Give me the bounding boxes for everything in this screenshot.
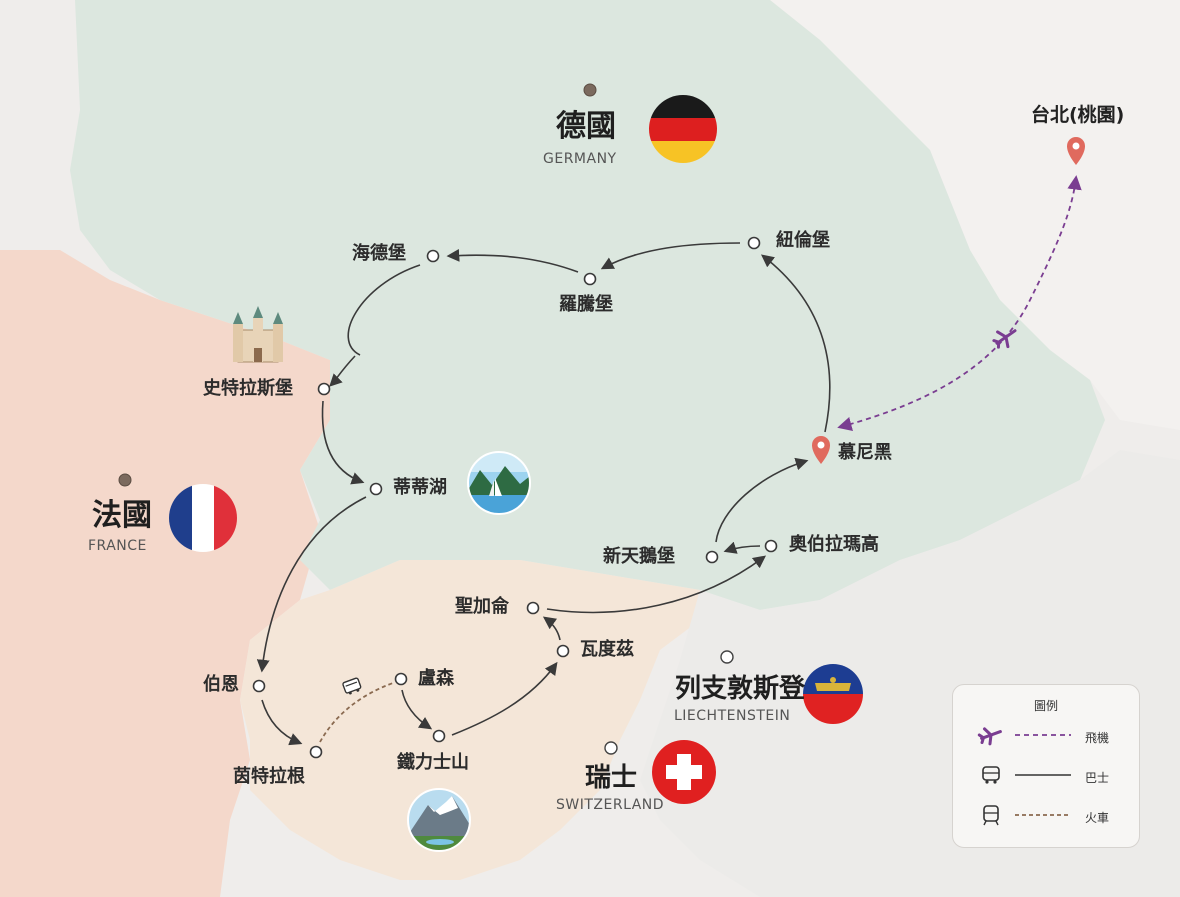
- route-titisee-bern: [256, 496, 367, 673]
- stop-dot-rothenburg[interactable]: [583, 272, 597, 286]
- switzerland-dot: [604, 741, 618, 755]
- legend-label-train: 火車: [1085, 811, 1110, 825]
- stop-label-neuschwanstein: 新天鵝堡: [603, 546, 675, 567]
- bus-icon: [982, 766, 1071, 784]
- titisee-lake-image: [467, 451, 531, 515]
- titlis-mountain-image: [407, 788, 471, 852]
- route-stgallen-oberammergau: [546, 555, 767, 614]
- route-neuschwanstein-munich: [715, 457, 809, 543]
- castle-icon: [233, 306, 283, 363]
- stop-label-interlaken: 茵特拉根: [233, 766, 305, 787]
- pin-taipei-icon[interactable]: [1067, 137, 1085, 165]
- stop-label-oberammergau: 奧伯拉瑪高: [789, 534, 879, 555]
- route-rothenburg-heidelberg: [446, 249, 579, 273]
- france-name: 法國: [92, 498, 152, 533]
- stop-dot-oberammergau[interactable]: [764, 539, 778, 553]
- stop-dot-vaduz[interactable]: [556, 644, 570, 658]
- legend: 圖例 飛機 巴士 火車: [952, 684, 1140, 848]
- route-titlis-vaduz: [451, 661, 558, 736]
- stop-label-stgallen: 聖加侖: [455, 596, 509, 617]
- plane-icon: [992, 329, 1017, 349]
- france-name-en: FRANCE: [88, 538, 147, 554]
- origin-taipei-label: 台北(桃園): [1031, 104, 1125, 126]
- legend-label-bus: 巴士: [1085, 771, 1110, 785]
- route-lucerne-titlis: [401, 689, 433, 730]
- train-icon: [983, 805, 1071, 826]
- route-bern-interlaken: [261, 699, 303, 746]
- stop-dot-bern[interactable]: [252, 679, 266, 693]
- liechtenstein-name-en: LIECHTENSTEIN: [674, 708, 791, 724]
- stop-label-vaduz: 瓦度茲: [580, 639, 634, 660]
- germany-region: [70, 0, 1105, 610]
- liechtenstein-dot: [720, 650, 734, 664]
- route-flight: [837, 175, 1082, 431]
- stop-dot-neuschwanstein[interactable]: [705, 550, 719, 564]
- stop-dot-stgallen[interactable]: [526, 601, 540, 615]
- stop-label-strasbourg: 史特拉斯堡: [203, 378, 293, 399]
- liechtenstein-flag-icon: [803, 664, 863, 724]
- legend-item-bus: 巴士: [953, 763, 1139, 787]
- germany-name: 德國: [556, 109, 616, 144]
- germany-dot: [583, 83, 597, 97]
- stop-label-lucerne: 盧森: [418, 668, 454, 689]
- pin-munich-icon[interactable]: [812, 436, 830, 464]
- route-munich-nuremberg: [760, 254, 831, 433]
- france-region: [0, 250, 330, 897]
- legend-title: 圖例: [1033, 699, 1058, 713]
- legend-item-plane: 飛機: [953, 723, 1139, 747]
- stop-label-rothenburg: 羅騰堡: [559, 294, 613, 315]
- stop-label-nuremberg: 紐倫堡: [776, 230, 830, 251]
- route-heidelberg-strasbourg: [347, 264, 421, 356]
- stop-label-titlis: 鐵力士山: [397, 752, 469, 773]
- switzerland-region: [240, 560, 700, 880]
- france-flag-icon: [169, 484, 237, 552]
- route-oberammergau-neuschwanstein: [723, 541, 761, 554]
- route-vaduz-stgallen: [542, 616, 561, 641]
- route-heidelberg-strasbourg-b: [329, 355, 356, 387]
- switzerland-name: 瑞士: [585, 763, 638, 793]
- switzerland-name-en: SWITZERLAND: [556, 797, 665, 813]
- stop-label-bern: 伯恩: [203, 674, 239, 695]
- stop-dot-lucerne[interactable]: [394, 672, 408, 686]
- stop-dot-nuremberg[interactable]: [747, 236, 761, 250]
- plane-icon: [977, 727, 1071, 746]
- route-strasbourg-titisee: [321, 400, 365, 485]
- route-nuremberg-rothenburg: [600, 242, 741, 270]
- stop-label-heidelberg: 海德堡: [352, 243, 406, 264]
- stop-label-munich: 慕尼黑: [838, 442, 892, 463]
- route-interlaken-lucerne-train: [319, 682, 394, 743]
- stop-dot-strasbourg[interactable]: [317, 382, 331, 396]
- germany-flag-icon: [649, 95, 717, 163]
- stop-dot-titisee[interactable]: [369, 482, 383, 496]
- switzerland-flag-icon: [652, 740, 716, 804]
- stop-dot-titlis[interactable]: [432, 729, 446, 743]
- bus-icon: [342, 677, 362, 695]
- stop-dot-interlaken[interactable]: [309, 745, 323, 759]
- france-dot: [118, 473, 132, 487]
- germany-name-en: GERMANY: [543, 151, 617, 167]
- stop-label-titisee: 蒂蒂湖: [393, 477, 447, 498]
- stop-dot-heidelberg[interactable]: [426, 249, 440, 263]
- legend-label-plane: 飛機: [1085, 731, 1110, 745]
- liechtenstein-name: 列支敦斯登: [675, 674, 806, 704]
- legend-item-train: 火車: [953, 803, 1139, 827]
